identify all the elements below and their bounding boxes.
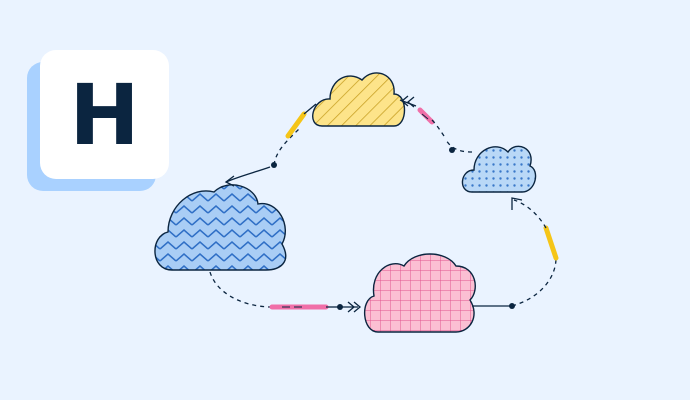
pink-grid-cloud [364, 253, 476, 333]
logo-letter: H [69, 65, 140, 164]
blue-zigzag-cloud [154, 184, 287, 271]
connector-bottom-to-right [472, 197, 559, 309]
yellow-striped-cloud [312, 72, 406, 127]
logo-tile: H [40, 50, 169, 179]
double-chevron-icon [400, 95, 415, 108]
connector-left-to-bottom [209, 271, 358, 310]
blue-dotted-cloud [461, 145, 537, 193]
double-chevron-icon [347, 301, 362, 313]
connector-left-to-top [271, 103, 317, 168]
arrow-head-icon [224, 166, 271, 187]
connector-right-to-top [399, 99, 473, 153]
